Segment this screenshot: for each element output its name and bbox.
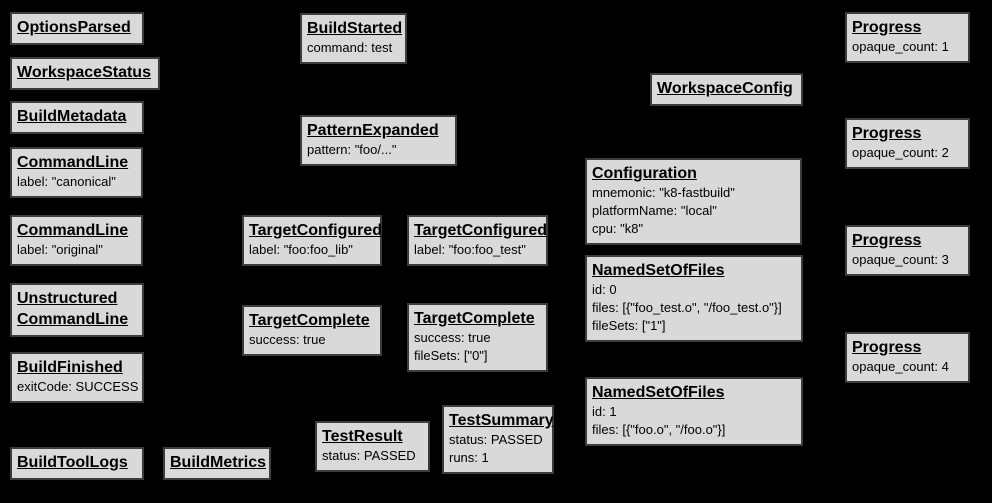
node-title: OptionsParsed bbox=[17, 19, 131, 36]
node-field: cpu: "k8" bbox=[592, 221, 644, 236]
node-field: files: [{"foo.o", "/foo.o"}] bbox=[592, 422, 726, 437]
node-field: opaque_count: 3 bbox=[852, 252, 949, 267]
node-field: exitCode: SUCCESS bbox=[17, 379, 139, 394]
node-test-result: TestResult status: PASSED bbox=[315, 421, 430, 472]
node-test-summary: TestSummary status: PASSED runs: 1 bbox=[442, 405, 554, 474]
node-title: BuildToolLogs bbox=[17, 454, 128, 471]
node-title: Progress bbox=[852, 19, 922, 36]
node-title: Unstructured bbox=[17, 290, 118, 307]
node-field: pattern: "foo/..." bbox=[307, 142, 397, 157]
node-title: TestSummary bbox=[449, 412, 554, 429]
node-target-complete-foo-lib: TargetComplete success: true bbox=[242, 305, 382, 356]
node-title: Progress bbox=[852, 339, 922, 356]
node-field: id: 1 bbox=[592, 404, 617, 419]
node-progress-1: Progress opaque_count: 1 bbox=[845, 12, 970, 63]
node-target-configured-foo-lib: TargetConfigured label: "foo:foo_lib" bbox=[242, 215, 382, 266]
node-field: fileSets: ["0"] bbox=[414, 348, 488, 363]
node-build-finished: BuildFinished exitCode: SUCCESS bbox=[10, 352, 144, 403]
node-progress-4: Progress opaque_count: 4 bbox=[845, 332, 970, 383]
node-build-tool-logs: BuildToolLogs bbox=[10, 447, 144, 480]
node-field: label: "original" bbox=[17, 242, 103, 257]
node-named-set-of-files-1: NamedSetOfFiles id: 1 files: [{"foo.o", "/… bbox=[585, 377, 803, 446]
node-progress-3: Progress opaque_count: 3 bbox=[845, 225, 970, 276]
node-field: label: "canonical" bbox=[17, 174, 116, 189]
node-title: WorkspaceStatus bbox=[17, 64, 151, 81]
node-field: platformName: "local" bbox=[592, 203, 717, 218]
node-command-line-canonical: CommandLine label: "canonical" bbox=[10, 147, 143, 198]
node-field: status: PASSED bbox=[322, 448, 416, 463]
node-field: label: "foo:foo_test" bbox=[414, 242, 526, 257]
node-title: TargetConfigured bbox=[249, 222, 383, 239]
node-pattern-expanded: PatternExpanded pattern: "foo/..." bbox=[300, 115, 457, 166]
node-title: CommandLine bbox=[17, 154, 129, 171]
node-options-parsed: OptionsParsed bbox=[10, 12, 144, 45]
node-command-line-original: CommandLine label: "original" bbox=[10, 215, 143, 266]
node-title: CommandLine bbox=[17, 311, 129, 328]
node-title: TargetComplete bbox=[414, 310, 535, 327]
node-field: status: PASSED bbox=[449, 432, 543, 447]
node-field: success: true bbox=[414, 330, 491, 345]
node-title: CommandLine bbox=[17, 222, 129, 239]
node-build-metrics: BuildMetrics bbox=[163, 447, 271, 480]
node-title: Progress bbox=[852, 232, 922, 249]
node-workspace-config: WorkspaceConfig bbox=[650, 73, 803, 106]
node-title: BuildStarted bbox=[307, 20, 403, 37]
node-field: command: test bbox=[307, 40, 393, 55]
node-field: files: [{"foo_test.o", "/foo_test.o"}] bbox=[592, 300, 782, 315]
node-title: TestResult bbox=[322, 428, 403, 445]
node-title: TargetComplete bbox=[249, 312, 370, 329]
node-named-set-of-files-0: NamedSetOfFiles id: 0 files: [{"foo_test.o… bbox=[585, 255, 803, 342]
node-target-configured-foo-test: TargetConfigured label: "foo:foo_test" bbox=[407, 215, 548, 266]
node-field: opaque_count: 2 bbox=[852, 145, 949, 160]
node-title: WorkspaceConfig bbox=[657, 80, 793, 97]
node-workspace-status: WorkspaceStatus bbox=[10, 57, 160, 90]
node-title: NamedSetOfFiles bbox=[592, 262, 725, 279]
node-field: label: "foo:foo_lib" bbox=[249, 242, 353, 257]
node-title: Progress bbox=[852, 125, 922, 142]
node-field: opaque_count: 1 bbox=[852, 39, 949, 54]
node-target-complete-foo-test: TargetComplete success: true fileSets: ["0… bbox=[407, 303, 548, 372]
node-build-metadata: BuildMetadata bbox=[10, 101, 144, 134]
node-progress-2: Progress opaque_count: 2 bbox=[845, 118, 970, 169]
node-title: NamedSetOfFiles bbox=[592, 384, 725, 401]
node-title: BuildMetadata bbox=[17, 108, 127, 125]
node-field: opaque_count: 4 bbox=[852, 359, 949, 374]
node-field: mnemonic: "k8-fastbuild" bbox=[592, 185, 735, 200]
node-configuration: Configuration mnemonic: "k8-fastbuild" pla… bbox=[585, 158, 802, 245]
node-title: Configuration bbox=[592, 165, 697, 182]
node-field: fileSets: ["1"] bbox=[592, 318, 666, 333]
node-title: PatternExpanded bbox=[307, 122, 439, 139]
node-title: TargetConfigured bbox=[414, 222, 548, 239]
node-field: success: true bbox=[249, 332, 326, 347]
node-title: BuildFinished bbox=[17, 359, 123, 376]
node-field: runs: 1 bbox=[449, 450, 489, 465]
node-title: BuildMetrics bbox=[170, 454, 267, 471]
node-build-started: BuildStarted command: test bbox=[300, 13, 407, 64]
node-field: id: 0 bbox=[592, 282, 617, 297]
